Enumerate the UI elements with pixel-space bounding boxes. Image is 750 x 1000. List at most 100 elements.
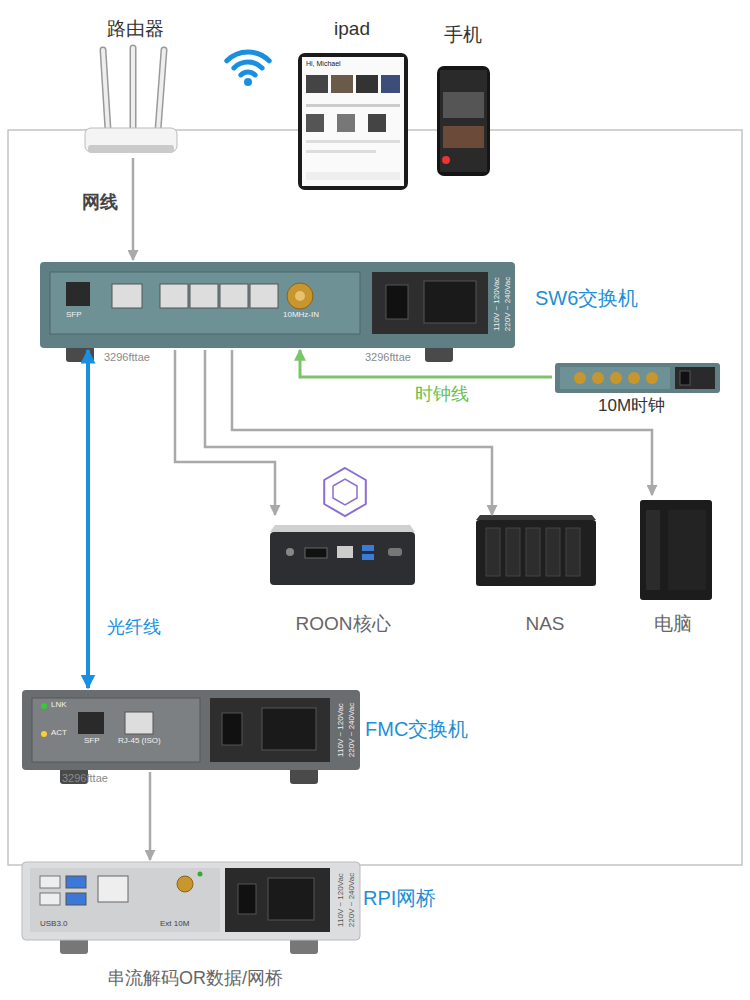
connector xyxy=(205,350,492,515)
rpi-bridge xyxy=(22,862,360,954)
thumb xyxy=(443,126,484,148)
thumb xyxy=(306,114,324,132)
power-panel xyxy=(210,698,330,762)
thumb xyxy=(331,75,353,93)
panel-marking: 220V ~ 240Vac xyxy=(348,703,357,757)
panel xyxy=(560,367,670,389)
router-icon xyxy=(85,48,177,153)
antenna xyxy=(158,50,164,130)
drive-bay xyxy=(526,528,540,576)
bnc-port xyxy=(574,372,586,384)
bnc-port xyxy=(287,283,313,309)
device-node: NAS xyxy=(470,515,603,640)
panel xyxy=(50,272,360,334)
frame xyxy=(8,130,742,865)
player-bar xyxy=(306,172,400,180)
usb3-port xyxy=(66,876,86,888)
usb-port xyxy=(40,876,60,888)
panel xyxy=(32,698,200,762)
connector xyxy=(175,350,275,515)
device-label: ipad xyxy=(334,18,370,40)
device-node: ipad xyxy=(295,18,410,193)
connector xyxy=(132,158,135,260)
drive-bay xyxy=(546,528,560,576)
power-panel xyxy=(372,272,488,334)
wifi-arc xyxy=(234,62,262,68)
rj45-port xyxy=(160,284,188,308)
panel-marking: 220V ~ 240Vac xyxy=(348,873,357,927)
front-panel xyxy=(646,510,660,590)
chassis xyxy=(40,262,515,348)
wifi-arc xyxy=(227,52,269,61)
rj45-port xyxy=(98,876,128,902)
edge-label: 光纤线 xyxy=(105,618,163,638)
text-line xyxy=(306,104,400,107)
led xyxy=(41,731,47,737)
device-label: 手机 xyxy=(444,24,482,46)
text-line xyxy=(306,150,376,153)
antenna xyxy=(130,48,137,130)
thumb xyxy=(306,75,328,93)
top-face xyxy=(476,515,596,520)
panel-marking: Hi, Michael xyxy=(306,60,341,68)
drive-bay xyxy=(506,528,520,576)
rj45-port xyxy=(190,284,218,308)
usb-port xyxy=(362,545,374,551)
bnc-port xyxy=(628,372,640,384)
power-switch xyxy=(680,371,690,385)
thumb xyxy=(381,75,400,93)
panel-marking: SFP xyxy=(84,737,100,746)
foot xyxy=(290,768,318,784)
device-label: 电脑 xyxy=(654,613,692,635)
text-line xyxy=(306,140,400,143)
router-base xyxy=(88,145,174,153)
rj45-port xyxy=(220,284,248,308)
led xyxy=(198,872,203,877)
sfp-port xyxy=(66,282,90,306)
roon-logo xyxy=(333,479,357,505)
device-label: FMC交换机 xyxy=(365,718,468,741)
antenna xyxy=(103,50,108,130)
panel-marking: 110V ~ 120Vac xyxy=(337,703,346,757)
device-caption: 串流解码OR数据/网桥 xyxy=(107,968,283,989)
ipad-body xyxy=(298,53,408,190)
edge-label: 时钟线 xyxy=(413,385,471,405)
side-panel xyxy=(668,510,706,590)
device-label: RPI网桥 xyxy=(363,887,436,910)
ipad-screen xyxy=(302,57,404,186)
device-label: ROON核心 xyxy=(296,613,391,635)
edge-label: 网线 xyxy=(80,193,120,213)
drive-bay xyxy=(486,528,500,576)
ipad-icon xyxy=(298,53,408,190)
chassis xyxy=(22,862,360,940)
phone-icon xyxy=(437,66,490,176)
wifi-dot xyxy=(244,78,252,86)
panel-marking: 110V ~ 120Vac xyxy=(337,873,346,927)
device-node: ROON核心 xyxy=(265,515,420,640)
nas-device xyxy=(476,515,596,586)
rj45-port xyxy=(250,284,278,308)
device-node: RPI网桥串流解码OR数据/网桥 xyxy=(20,860,490,995)
mini-pc xyxy=(270,532,415,585)
bnc-port xyxy=(177,876,193,892)
antenna xyxy=(131,48,135,130)
device-label: NAS xyxy=(525,613,564,635)
thumb xyxy=(443,92,484,118)
hdmi-port xyxy=(305,548,327,558)
device-label: SW6交换机 xyxy=(535,287,638,310)
panel-marking: 110V ~ 120Vac xyxy=(493,277,502,331)
tower-body xyxy=(640,500,712,600)
antenna xyxy=(103,50,108,130)
phone-body xyxy=(437,66,490,176)
iec-socket xyxy=(262,708,316,750)
drive-bay xyxy=(566,528,580,576)
rj45-port xyxy=(337,546,353,558)
panel-marking: Ext 10M xyxy=(160,920,189,929)
panel-marking: SFP xyxy=(66,311,82,320)
power-panel xyxy=(225,868,330,932)
router-body xyxy=(85,128,177,152)
panel xyxy=(30,868,220,932)
